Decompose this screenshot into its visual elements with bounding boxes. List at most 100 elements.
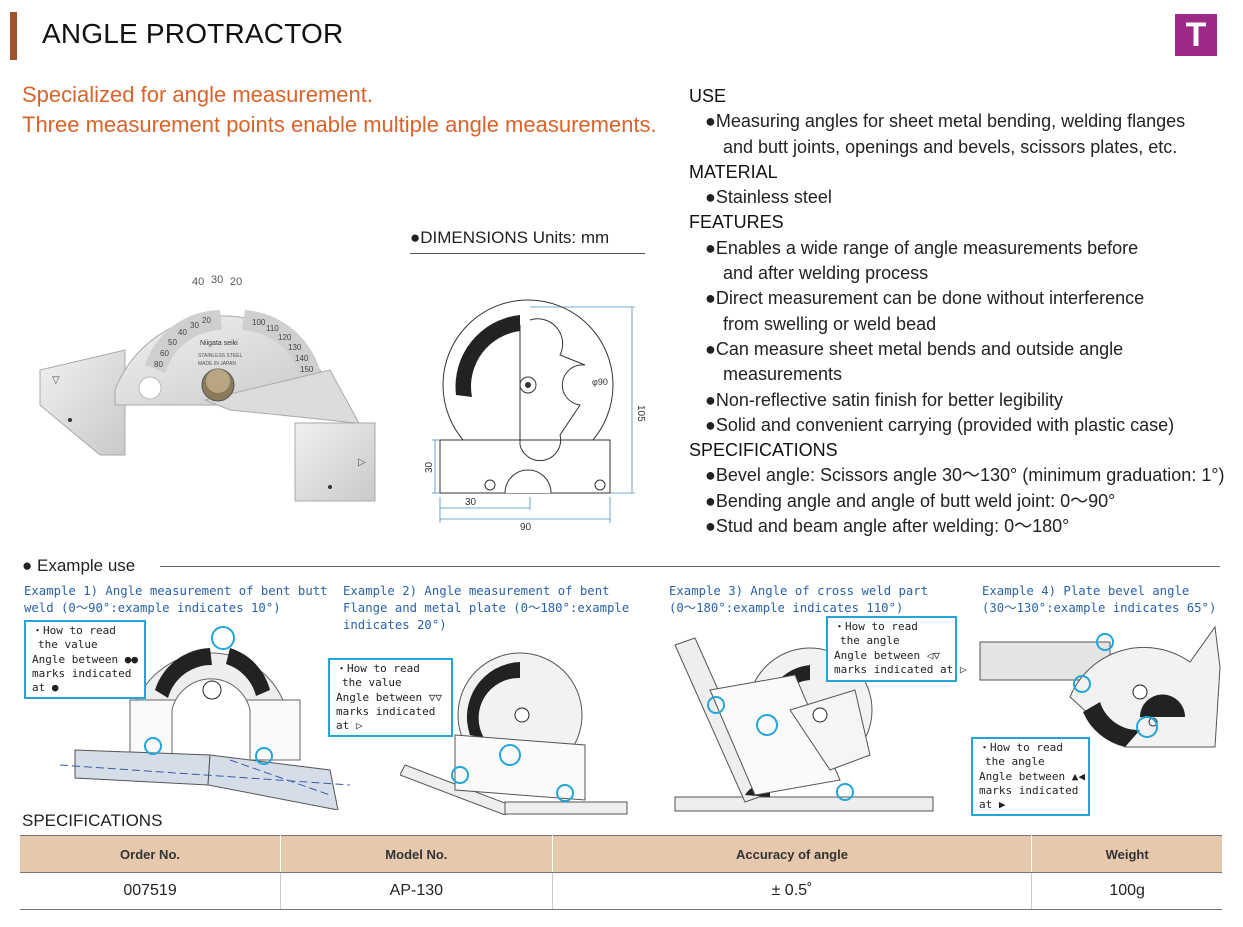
material-line: ●Stainless steel — [705, 187, 832, 208]
use-line: ●Measuring angles for sheet metal bendin… — [705, 111, 1186, 132]
table-header: Accuracy of angle — [552, 835, 1033, 873]
feature-line: ●Direct measurement can be done without … — [705, 288, 1145, 309]
note-line: at ▶ — [979, 798, 1006, 812]
table-row: 007519 AP-130 ± 0.5˚ 100g — [20, 872, 1222, 910]
caption-line: Example 2) Angle measurement of bent — [343, 584, 610, 598]
dimensions-drawing: 105 30 30 90 φ90 — [424, 299, 645, 533]
spec-line: ●Bevel angle: Scissors angle 30～130° (mi… — [705, 465, 1225, 486]
scale-left-label: 80 — [154, 360, 163, 369]
category-badge: T — [1175, 14, 1217, 56]
scale-top-label: 40 — [192, 276, 204, 288]
note-line: at ● — [32, 681, 59, 695]
page-title: ANGLE PROTRACTOR — [42, 18, 344, 49]
note-line: Angle between ▲◀ — [979, 769, 1085, 783]
scale-right-label: 120 — [278, 333, 292, 342]
feature-line: measurements — [723, 364, 843, 385]
stamp-text: MADE IN JAPAN — [198, 361, 236, 367]
dimensions-rule — [410, 253, 645, 254]
brand-mark: Niigata seiki — [200, 340, 238, 347]
scale-left-label: 60 — [160, 349, 169, 358]
dim-scale-band — [455, 315, 520, 397]
example-use-title: ● Example use — [22, 556, 136, 575]
caption-line: Flange and metal plate (0～180°:example — [343, 601, 630, 615]
note-line: ・How to read — [32, 624, 116, 637]
dim-hole — [594, 479, 606, 491]
note-line: Angle between ▽▽ — [336, 690, 442, 704]
use-line: and butt joints, openings and bevels, sc… — [723, 136, 1178, 157]
scale-top-label: 20 — [230, 276, 242, 288]
dim-radius-label: φ90 — [592, 377, 608, 387]
note-line: at ▷ — [336, 719, 363, 733]
dim-hole — [484, 479, 496, 491]
feature-line: ●Non-reflective satin finish for better … — [705, 389, 1064, 410]
table-header-row: Order No. Model No. Accuracy of angle We… — [20, 835, 1222, 873]
feature-line: ●Can measure sheet metal bends and outsi… — [705, 338, 1124, 359]
note-line: the value — [342, 676, 402, 690]
material-heading: MATERIAL — [689, 161, 778, 182]
note-line: marks indicated at ▷ — [834, 662, 967, 676]
protractor-left-wing — [39, 349, 126, 456]
example-1-caption: Example 1) Angle measurement of bent but… — [24, 583, 328, 617]
table-header: Order No. — [20, 835, 282, 873]
spec-line: ●Stud and beam angle after welding: 0～18… — [705, 516, 1070, 537]
product-photo: 40 30 20 20 30 40 50 60 80 100 110 120 1… — [39, 274, 376, 502]
caption-line: Example 1) Angle measurement of bent but… — [24, 584, 328, 598]
spec-table-title: SPECIFICATIONS — [22, 811, 163, 830]
features-heading: FEATURES — [689, 212, 784, 233]
table-cell: ± 0.5˚ — [552, 872, 1033, 910]
dim-pivot-center — [525, 382, 531, 388]
note-line: marks indicated — [336, 704, 436, 718]
example-use-rule — [160, 566, 1220, 567]
scale-left-label: 40 — [178, 328, 187, 337]
table-cell: 007519 — [20, 872, 282, 910]
dimensions-label: ●DIMENSIONS — [410, 228, 528, 247]
triangle-mark-icon: ▷ — [358, 457, 366, 468]
example-3-illustration — [674, 637, 934, 812]
note-line: ・How to read — [834, 620, 918, 633]
scale-right-label: 130 — [288, 343, 302, 352]
protractor-hole — [138, 376, 162, 400]
caption-line: (0～180°:example indicates 110°) — [669, 601, 904, 615]
example-1-note: ・How to read the value Angle between ●● … — [24, 620, 146, 699]
note-line: the angle — [840, 634, 900, 648]
example-4-note: ・How to read the angle Angle between ▲◀ … — [971, 737, 1090, 816]
scale-top-label: 30 — [211, 274, 223, 286]
example-4-illustration — [979, 625, 1221, 748]
feature-line: ●Solid and convenient carrying (provided… — [705, 414, 1175, 435]
note-line: ・How to read — [979, 741, 1063, 754]
note-line: the angle — [985, 755, 1045, 769]
scale-left-label: 50 — [168, 338, 177, 347]
scale-left-label: 30 — [190, 321, 199, 330]
scale-band-left — [145, 310, 222, 373]
example-2-note: ・How to read the value Angle between ▽▽ … — [328, 658, 453, 737]
caption-line: (30～130°:example indicates 65°) — [982, 601, 1217, 615]
example-3-caption: Example 3) Angle of cross weld part (0～1… — [669, 583, 928, 617]
spec-table: Order No. Model No. Accuracy of angle We… — [20, 835, 1222, 910]
feature-line: ●Enables a wide range of angle measureme… — [705, 237, 1139, 258]
dim-base-label: 30 — [424, 461, 435, 473]
title-accent-bar — [10, 12, 17, 60]
dimensions-title: ●DIMENSIONS Units: mm — [410, 228, 609, 248]
example-3-note: ・How to read the angle Angle between ◁▽ … — [826, 616, 967, 682]
tagline-line-1: Specialized for angle measurement. — [22, 82, 373, 107]
dimensions-units: Units: mm — [532, 228, 610, 247]
example-2-caption: Example 2) Angle measurement of bent Fla… — [343, 583, 629, 634]
scale-right-label: 140 — [295, 354, 309, 363]
example-2-illustration — [400, 652, 628, 815]
feature-line: from swelling or weld bead — [723, 313, 937, 334]
note-line: the value — [38, 638, 98, 652]
protractor-right-block — [294, 422, 376, 502]
caption-line: Example 4) Plate bevel angle — [982, 584, 1190, 598]
specifications-heading: SPECIFICATIONS — [689, 440, 838, 461]
feature-line: and after welding process — [723, 263, 929, 284]
caption-line: Example 3) Angle of cross weld part — [669, 584, 929, 598]
example-4-caption: Example 4) Plate bevel angle (30～130°:ex… — [982, 583, 1216, 617]
dot-mark — [328, 485, 332, 489]
example-1-illustration — [60, 626, 350, 810]
product-description: USE ●Measuring angles for sheet metal be… — [689, 84, 1229, 539]
note-line: marks indicated — [979, 783, 1079, 797]
stamp-text: STAINLESS STEEL — [198, 353, 243, 359]
scale-left-label: 20 — [202, 316, 211, 325]
dot-mark — [68, 418, 72, 422]
note-line: ・How to read — [336, 662, 420, 675]
